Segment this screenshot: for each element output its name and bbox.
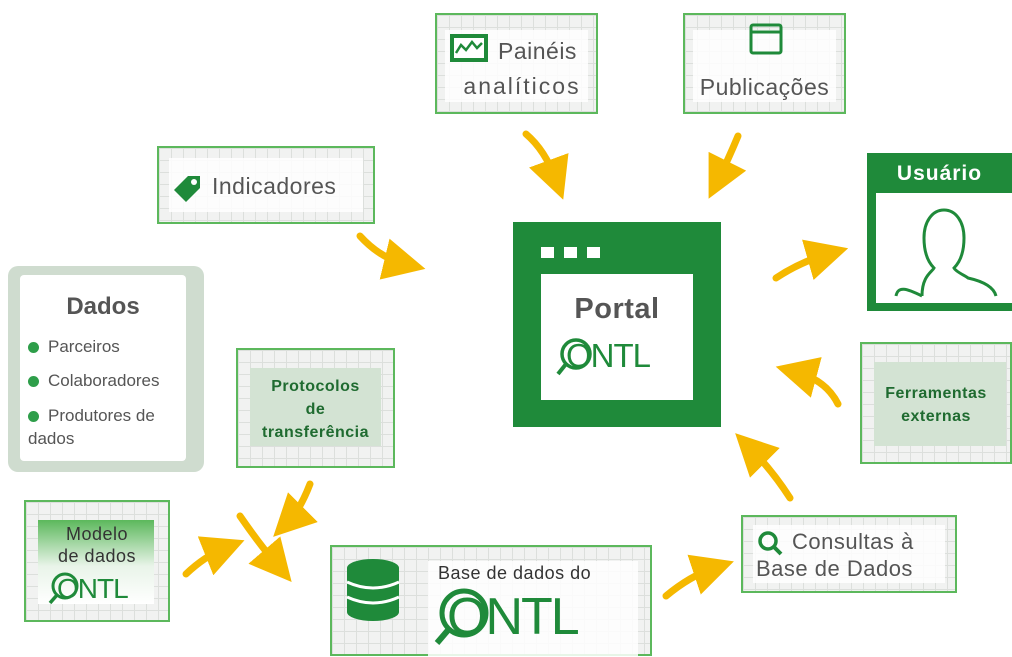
base-label: Base de dados do xyxy=(438,563,592,583)
bullet-icon xyxy=(28,376,39,387)
protocolos-line3: transferência xyxy=(262,424,369,441)
dados-item-produtores: Produtores de xyxy=(48,406,155,425)
svg-text:ONTL: ONTL xyxy=(57,573,128,604)
base-ontl-logo: ONTL xyxy=(434,588,581,646)
consultas-line2: Base de Dados xyxy=(756,556,913,581)
database-icon xyxy=(346,559,400,621)
modelo-line2: de dados xyxy=(57,546,137,566)
window-icon xyxy=(749,23,783,55)
publicacoes-label: Publicações xyxy=(699,74,830,100)
arrow-icon xyxy=(236,512,292,582)
arrow-icon xyxy=(273,480,318,537)
search-icon xyxy=(758,531,783,556)
usuario-label: Usuário xyxy=(896,162,983,185)
portal-ontl-logo: ONTL xyxy=(556,337,652,376)
consultas-box[interactable] xyxy=(741,515,957,593)
portal-body xyxy=(541,274,693,400)
user-silhouette-icon xyxy=(894,208,998,298)
dados-card[interactable] xyxy=(20,275,186,461)
svg-text:ONTL: ONTL xyxy=(566,337,651,374)
modelo-box[interactable] xyxy=(24,500,170,622)
arrow-icon xyxy=(772,239,849,282)
window-dot xyxy=(564,247,577,258)
portal-title: Portal xyxy=(574,293,660,325)
indicadores-label: Indicadores xyxy=(212,173,337,199)
bullet-icon xyxy=(28,411,39,422)
window-dot xyxy=(541,247,554,258)
arrow-icon xyxy=(522,130,569,200)
modelo-ontl-logo: ONTL xyxy=(48,572,129,605)
dados-title: Dados xyxy=(66,293,140,320)
arrow-icon xyxy=(182,536,245,578)
svg-text:ONTL: ONTL xyxy=(447,588,579,646)
window-dot xyxy=(587,247,600,258)
protocolos-line2: de xyxy=(305,401,326,418)
protocolos-box[interactable] xyxy=(236,348,395,468)
consultas-line1: Consultas à xyxy=(792,529,914,554)
arrow-icon xyxy=(356,232,426,280)
paineis-line2: analíticos xyxy=(463,73,581,99)
modelo-line1: Modelo xyxy=(65,524,129,544)
paineis-line1: Painéis xyxy=(498,38,577,64)
ferramentas-line2: externas xyxy=(901,408,971,425)
tag-icon xyxy=(174,176,200,202)
bullet-icon xyxy=(28,342,39,353)
chart-icon xyxy=(450,34,488,62)
dados-item-parceiros: Parceiros xyxy=(48,337,120,356)
dados-item-colaboradores: Colaboradores xyxy=(48,371,160,390)
arrow-icon xyxy=(662,554,734,600)
ferramentas-box[interactable] xyxy=(860,342,1012,464)
ferramentas-line1: Ferramentas xyxy=(885,385,987,402)
protocolos-line1: Protocolos xyxy=(271,378,360,395)
paineis-box[interactable] xyxy=(435,13,598,114)
dados-item-produtores-cont: dados xyxy=(28,429,75,448)
arrow-icon xyxy=(708,132,747,199)
arrow-icon xyxy=(775,357,842,408)
arrow-icon xyxy=(735,433,794,502)
